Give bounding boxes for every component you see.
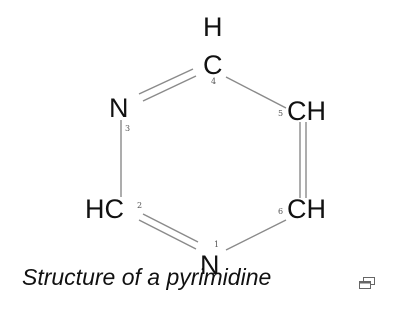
ring-number-6: 6: [278, 207, 283, 216]
atom-c2: HC: [85, 194, 124, 224]
atoms: H C N CH HC CH N: [85, 12, 326, 280]
ring-number-3: 3: [125, 124, 130, 133]
figure-caption: Structure of a pyrimidine: [22, 264, 272, 290]
atom-c4-h: H: [203, 12, 223, 42]
ring-numbers: 4 3 5 2 6 1: [125, 77, 283, 249]
ring-number-2: 2: [137, 201, 142, 210]
atom-c6: CH: [287, 194, 326, 224]
enlarge-icon-graphic: [359, 277, 375, 289]
atom-n1: N: [200, 250, 220, 280]
ring-number-4: 4: [211, 77, 216, 86]
atom-c5: CH: [287, 96, 326, 126]
enlarge-icon[interactable]: [358, 277, 376, 291]
bond-c6-n1: [225, 219, 287, 251]
atom-c4-c: C: [203, 50, 223, 80]
ring-number-5: 5: [278, 109, 283, 118]
bond-c4-n3: [138, 68, 194, 95]
bond-c4-c5: [225, 76, 287, 109]
atom-n3: N: [109, 93, 129, 123]
ring-number-1: 1: [214, 240, 219, 249]
bonds: [120, 68, 307, 251]
bond-c2-n1: [138, 219, 197, 250]
bond-c2-n1-second: [142, 213, 199, 243]
bond-c4-n3-second: [142, 75, 197, 102]
